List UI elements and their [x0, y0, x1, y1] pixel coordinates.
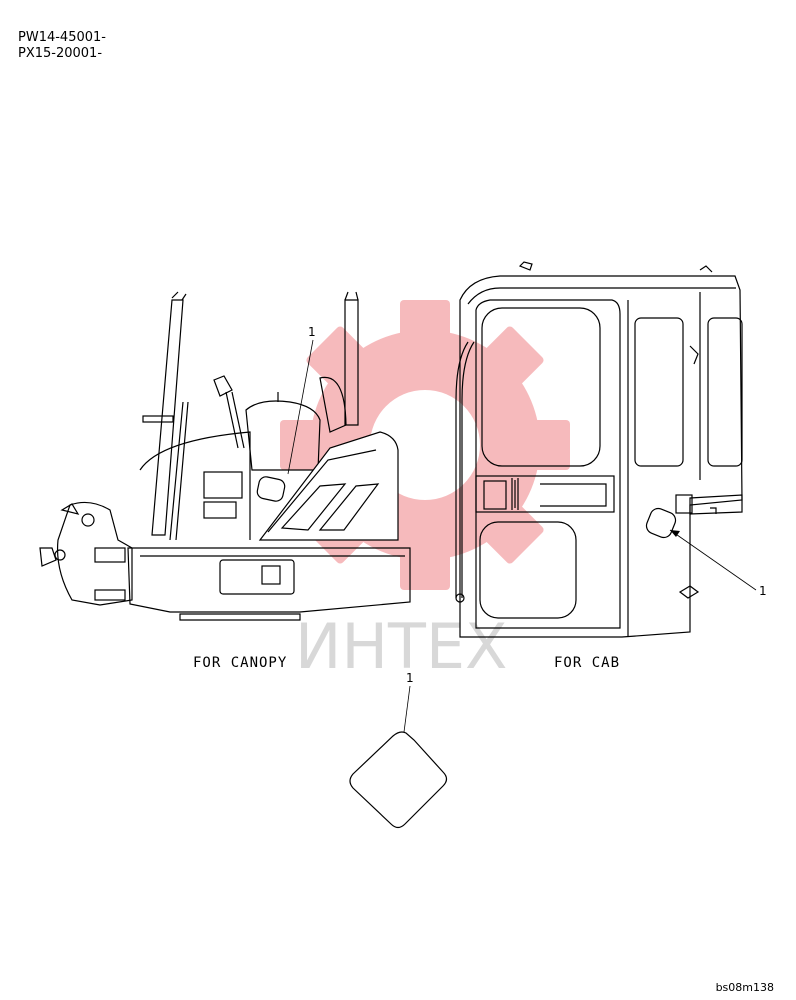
callout-detail-item: 1 [406, 671, 414, 685]
callout-canopy-item: 1 [308, 325, 316, 339]
serial-range-1: PW14-45001- [18, 30, 106, 45]
watermark-text: ИНТЕХ [295, 610, 508, 683]
callout-cab-item: 1 [759, 584, 767, 598]
drawing-code: bs08m138 [715, 981, 774, 994]
detail-leader-line [403, 685, 411, 733]
canopy-decal [256, 476, 286, 502]
canopy-machine-illustration [39, 291, 411, 621]
watermark-gear [280, 300, 570, 590]
cab-machine-illustration [455, 261, 743, 638]
cab-leader-line [669, 529, 757, 591]
caption-for-canopy: FOR CANOPY [193, 655, 288, 671]
canopy-leader-line [287, 339, 314, 475]
caption-for-cab: FOR CAB [554, 655, 621, 671]
decal-detail [349, 731, 448, 829]
serial-range-2: PX15-20001- [18, 46, 103, 61]
cab-decal [645, 507, 677, 539]
